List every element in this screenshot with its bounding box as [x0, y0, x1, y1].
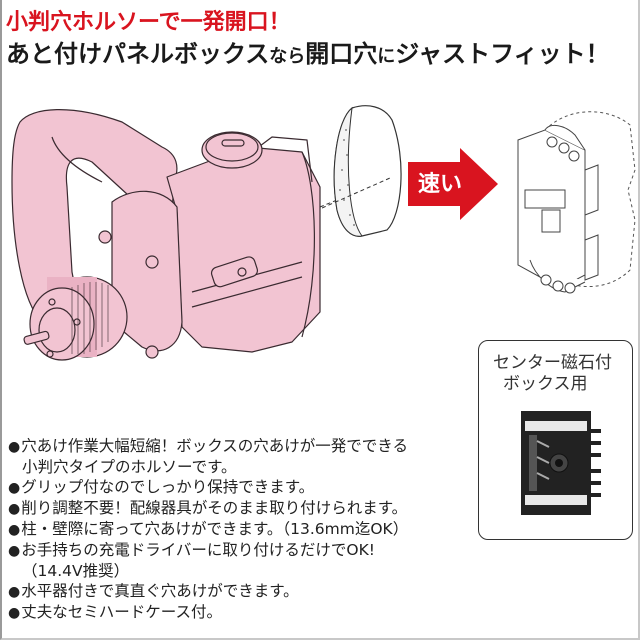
feature-text: 丈夫なセミハードケース付。 — [21, 603, 222, 621]
feature-text: 水平器付きで真直ぐ穴あけができます。 — [21, 582, 299, 600]
feature-item: ●グリップ付なのでしっかり保持できます。 — [8, 477, 478, 498]
center-magnet-box-callout: センター磁石付 ボックス用 — [478, 340, 633, 540]
bullet-icon: ● — [8, 439, 21, 455]
hole-saw-tool-illustration — [11, 109, 337, 361]
feature-item: ●丈夫なセミハードケース付。 — [8, 602, 478, 623]
center-magnet-box-photo — [521, 411, 601, 515]
feature-text: 削り調整不要！配線器具がそのまま取り付けられます。 — [21, 499, 408, 517]
callout-line-2: ボックス用 — [503, 374, 588, 394]
bullet-icon: ● — [8, 543, 21, 559]
feature-item: ●お手持ちの充電ドライバーに取り付けるだけでOK! （14.4V推奨） — [8, 540, 478, 581]
callout-title: センター磁石付 ボックス用 — [493, 353, 612, 395]
bullet-icon: ● — [8, 522, 21, 538]
headline-part-small: なら — [269, 46, 306, 67]
bullet-icon: ● — [8, 605, 21, 621]
headline-part: ジャストフィット！ — [395, 40, 610, 68]
right-arrow-icon — [408, 148, 498, 220]
headline-black: あと付けパネルボックスなら開口穴にジャストフィット！ — [6, 34, 610, 69]
bullet-icon: ● — [8, 584, 21, 600]
arrow-label-fast: 速い — [418, 172, 463, 197]
feature-text: 柱・壁際に寄って穴あけができます。（13.6mm迄OK） — [21, 520, 409, 538]
headline-part-small: に — [377, 46, 396, 67]
feature-text-continued: 小判穴タイプのホルソーです。 — [22, 458, 237, 476]
feature-text: グリップ付なのでしっかり保持できます。 — [21, 478, 315, 496]
headline-red: 小判穴ホルソーで一発開口！ — [6, 10, 291, 35]
oval-hole-illustration — [322, 105, 402, 237]
feature-item: ●柱・壁際に寄って穴あけができます。（13.6mm迄OK） — [8, 519, 478, 540]
bullet-icon: ● — [8, 480, 21, 496]
feature-list: ●穴あけ作業大幅短縮！ボックスの穴あけが一発でできる 小判穴タイプのホルソーです… — [8, 436, 478, 623]
feature-item: ●削り調整不要！配線器具がそのまま取り付けられます。 — [8, 498, 478, 519]
feature-text: お手持ちの充電ドライバーに取り付けるだけでOK! — [21, 541, 375, 559]
feature-item: ●水平器付きで真直ぐ穴あけができます。 — [8, 581, 478, 602]
headline-part: 開口穴 — [305, 40, 378, 68]
panel-box-bracket-illustration — [517, 111, 636, 294]
feature-item: ●穴あけ作業大幅短縮！ボックスの穴あけが一発でできる 小判穴タイプのホルソーです… — [8, 436, 478, 477]
headline-part: あと付けパネルボックス — [6, 40, 270, 68]
feature-text-continued: （14.4V推奨） — [22, 562, 130, 580]
feature-text: 穴あけ作業大幅短縮！ボックスの穴あけが一発でできる — [21, 437, 408, 455]
callout-line-1: センター磁石付 — [493, 353, 612, 373]
bullet-icon: ● — [8, 501, 21, 517]
